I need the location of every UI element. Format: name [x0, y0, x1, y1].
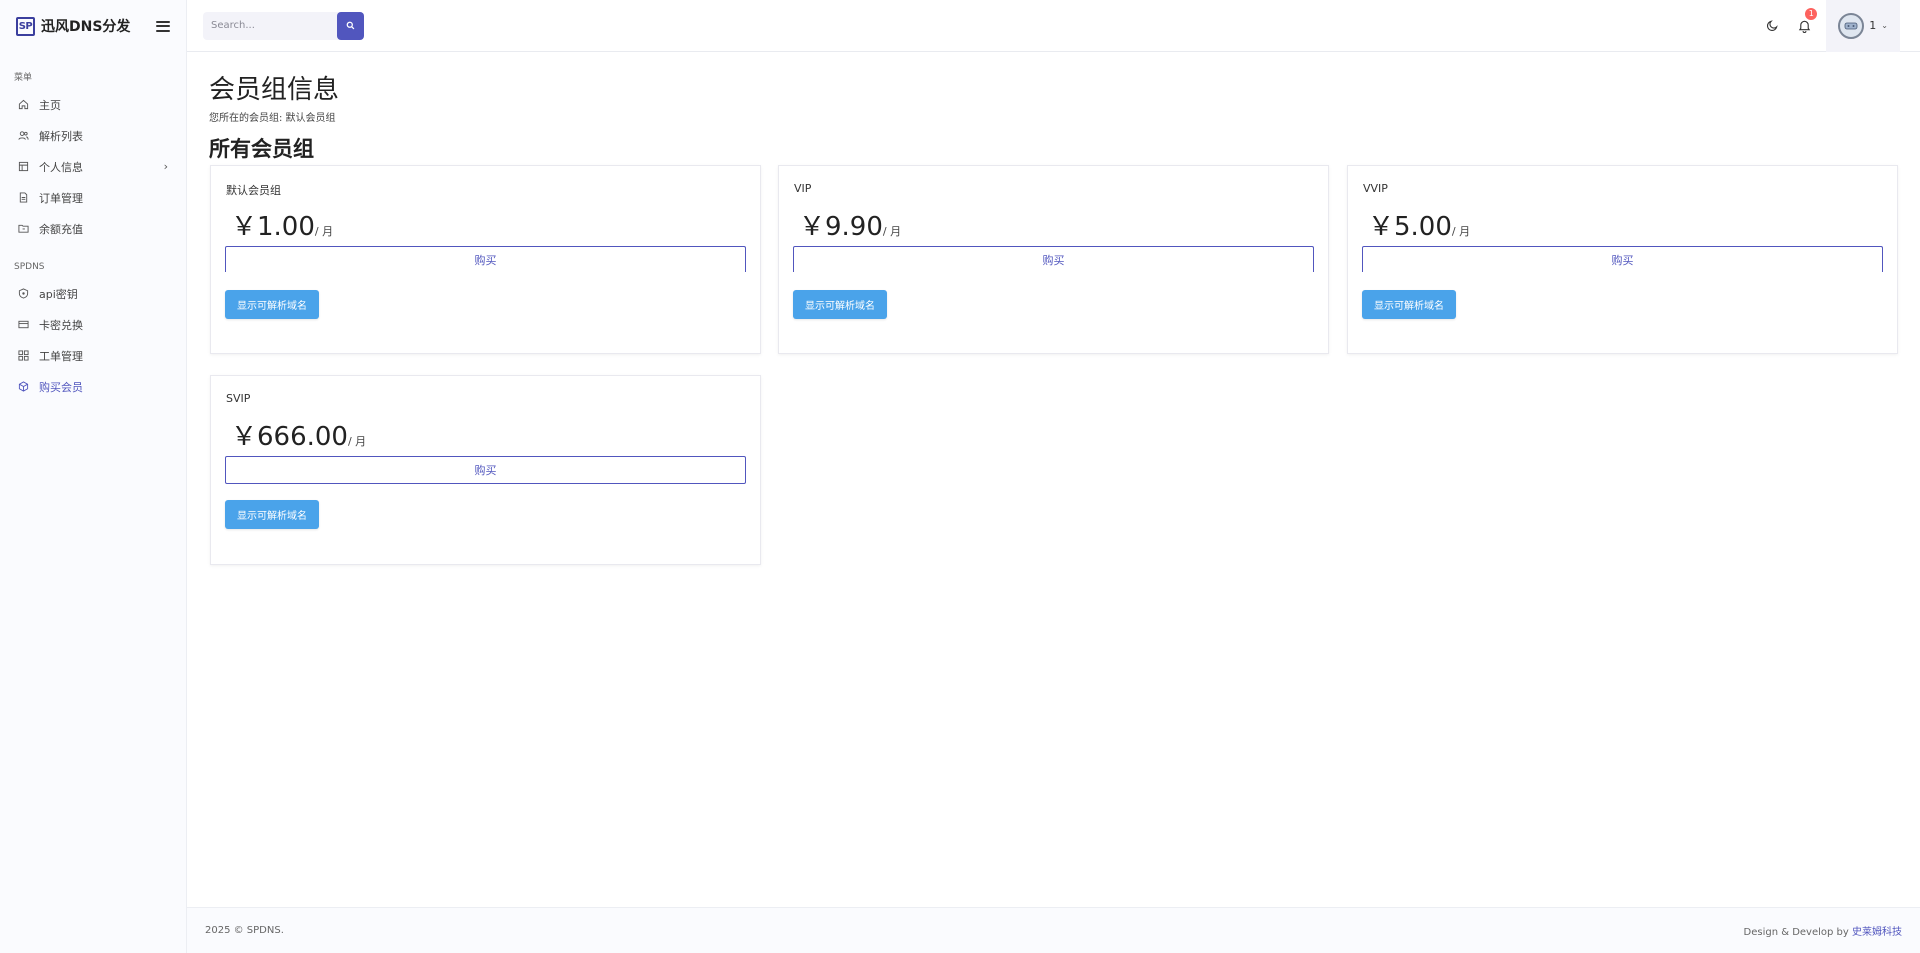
- sidebar-item-label: 主页: [39, 98, 61, 112]
- search-box: [203, 11, 364, 40]
- theme-toggle-button[interactable]: [1756, 0, 1788, 52]
- footer-copyright: 2025 © SPDNS.: [205, 925, 284, 936]
- file-icon: [18, 192, 29, 203]
- section-title: 所有会员组: [209, 137, 314, 161]
- brand: SP 迅风DNS分发: [0, 0, 186, 52]
- search-icon: [346, 21, 355, 30]
- group-card: VVIP ￥5.00/ 月 购买 显示可解析域名: [1347, 165, 1898, 354]
- nav-section-spdns: SPDNS: [14, 262, 45, 272]
- chevron-right-icon: ›: [163, 160, 168, 173]
- sidebar-item-label: api密钥: [39, 287, 78, 301]
- table-icon: [18, 161, 29, 172]
- group-name: VVIP: [1363, 182, 1388, 195]
- topbar: 1 1 ⌄: [187, 0, 1920, 52]
- page-title: 会员组信息: [209, 75, 340, 105]
- lock-icon: [18, 288, 29, 299]
- sidebar-item-dns-list[interactable]: 解析列表: [0, 120, 186, 151]
- home-icon: [18, 99, 29, 110]
- hamburger-menu-icon[interactable]: [156, 19, 170, 33]
- group-price: ￥666.00/ 月: [231, 422, 367, 452]
- sidebar-item-label: 购买会员: [39, 380, 83, 394]
- card-icon: [18, 319, 29, 330]
- chevron-down-icon: ⌄: [1881, 21, 1888, 30]
- show-domains-button[interactable]: 显示可解析域名: [793, 290, 887, 319]
- show-domains-button[interactable]: 显示可解析域名: [225, 290, 319, 319]
- bell-icon: [1798, 20, 1810, 33]
- group-price: ￥1.00/ 月: [231, 212, 334, 242]
- sidebar-item-label: 卡密兑换: [39, 318, 83, 332]
- group-card: SVIP ￥666.00/ 月 购买 显示可解析域名: [210, 375, 761, 565]
- sidebar-item-label: 订单管理: [39, 191, 83, 205]
- sidebar: SP 迅风DNS分发 菜单 主页 解析列表 个人信息 ›: [0, 0, 187, 953]
- show-domains-button[interactable]: 显示可解析域名: [1362, 290, 1456, 319]
- user-menu[interactable]: 1 ⌄: [1826, 0, 1900, 52]
- group-price: ￥5.00/ 月: [1368, 212, 1471, 242]
- grid-icon: [18, 350, 29, 361]
- group-price: ￥9.90/ 月: [799, 212, 902, 242]
- moon-icon: [1766, 20, 1778, 32]
- sidebar-item-label: 个人信息: [39, 160, 83, 174]
- nav-section-menu: 菜单: [14, 73, 33, 83]
- user-name: 1: [1869, 19, 1877, 32]
- footer: 2025 © SPDNS. Design & Develop by 史莱姆科技: [187, 907, 1920, 953]
- avatar: [1838, 12, 1865, 39]
- sidebar-item-profile[interactable]: 个人信息 ›: [0, 151, 186, 182]
- sidebar-item-card-redeem[interactable]: 卡密兑换: [0, 309, 186, 340]
- footer-credit: Design & Develop by 史莱姆科技: [1743, 927, 1902, 938]
- group-name: VIP: [794, 182, 812, 195]
- search-input[interactable]: [203, 11, 333, 40]
- sidebar-item-buy-membership[interactable]: 购买会员: [0, 371, 186, 402]
- sidebar-item-recharge[interactable]: 余额充值: [0, 213, 186, 244]
- sidebar-item-label: 工单管理: [39, 349, 83, 363]
- users-icon: [18, 130, 29, 141]
- sidebar-item-home[interactable]: 主页: [0, 89, 186, 120]
- group-card: 默认会员组 ￥1.00/ 月 购买 显示可解析域名: [210, 165, 761, 354]
- current-group-text: 您所在的会员组: 默认会员组: [209, 113, 336, 124]
- sidebar-item-orders[interactable]: 订单管理: [0, 182, 186, 213]
- group-name: 默认会员组: [226, 184, 281, 197]
- folder-icon: [18, 223, 29, 234]
- notifications-button[interactable]: 1: [1788, 0, 1820, 52]
- notification-badge: 1: [1805, 7, 1818, 20]
- show-domains-button[interactable]: 显示可解析域名: [225, 500, 319, 529]
- buy-button[interactable]: 购买: [793, 246, 1314, 272]
- search-button[interactable]: [337, 11, 364, 40]
- buy-button[interactable]: 购买: [225, 456, 746, 484]
- sidebar-item-label: 余额充值: [39, 222, 83, 236]
- group-name: SVIP: [226, 392, 251, 405]
- sidebar-item-tickets[interactable]: 工单管理: [0, 340, 186, 371]
- footer-credit-link[interactable]: 史莱姆科技: [1852, 927, 1902, 938]
- sidebar-item-api-key[interactable]: api密钥: [0, 278, 186, 309]
- buy-button[interactable]: 购买: [225, 246, 746, 272]
- sidebar-item-label: 解析列表: [39, 129, 83, 143]
- topbar-right: 1 1 ⌄: [1756, 0, 1920, 52]
- main-content: 会员组信息 您所在的会员组: 默认会员组 所有会员组 默认会员组 ￥1.00/ …: [187, 52, 1920, 907]
- buy-button[interactable]: 购买: [1362, 246, 1883, 272]
- brand-logo[interactable]: SP: [16, 16, 35, 36]
- box-icon: [18, 381, 29, 392]
- brand-name[interactable]: 迅风DNS分发: [41, 19, 131, 35]
- group-card: VIP ￥9.90/ 月 购买 显示可解析域名: [778, 165, 1329, 354]
